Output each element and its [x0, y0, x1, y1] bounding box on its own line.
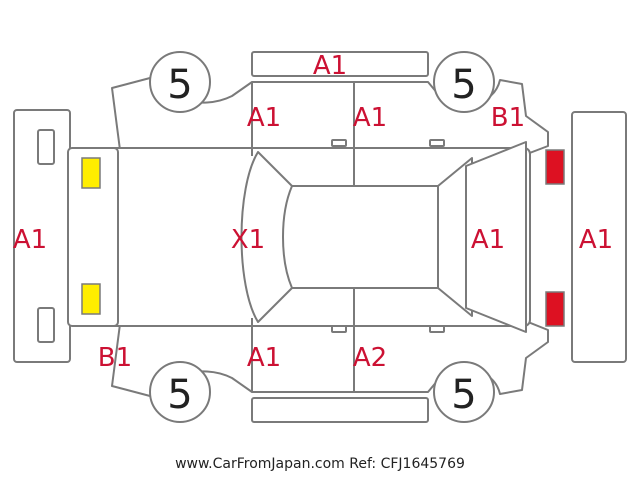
label-left-rear-door: A2	[353, 343, 387, 373]
door-handle	[331, 139, 347, 147]
label-front-bumper: A1	[13, 225, 47, 255]
label-rear-panel: A1	[471, 225, 505, 255]
front-bumper-notch-top	[37, 129, 55, 165]
front-bumper-notch-bottom	[37, 307, 55, 343]
rear-window	[465, 141, 527, 333]
tire-front-left-circle	[149, 51, 211, 113]
label-rear-right-corner: B1	[491, 103, 525, 133]
door-handle	[429, 139, 445, 147]
tire-rear-left: 5	[451, 62, 476, 108]
label-left-front-door: A1	[247, 343, 281, 373]
front-lamp-top	[81, 157, 101, 189]
door-handle	[331, 325, 347, 333]
rear-bumper	[571, 111, 627, 363]
label-rear-bumper: A1	[579, 225, 613, 255]
bottom-side-strip	[251, 397, 429, 423]
front-panel	[67, 147, 119, 327]
tire-rear-left-circle	[433, 51, 495, 113]
label-hood: X1	[231, 225, 265, 255]
tire-front-right-circle	[149, 361, 211, 423]
label-top-panel: A1	[313, 51, 347, 81]
label-right-front-door: A1	[247, 103, 281, 133]
tire-front-left: 5	[167, 62, 192, 108]
tire-rear-right: 5	[451, 372, 476, 418]
roof	[282, 185, 439, 289]
tire-rear-right-circle	[433, 361, 495, 423]
rear-lamp-top	[545, 149, 565, 185]
front-lamp-bottom	[81, 283, 101, 315]
label-right-rear-door: A1	[353, 103, 387, 133]
door-handle	[429, 325, 445, 333]
tire-front-right: 5	[167, 372, 192, 418]
rear-lamp-bottom	[545, 291, 565, 327]
label-front-left-corner: B1	[98, 343, 132, 373]
top-side-strip	[251, 51, 429, 77]
reference-footer: www.CarFromJapan.com Ref: CFJ1645769	[175, 456, 465, 472]
